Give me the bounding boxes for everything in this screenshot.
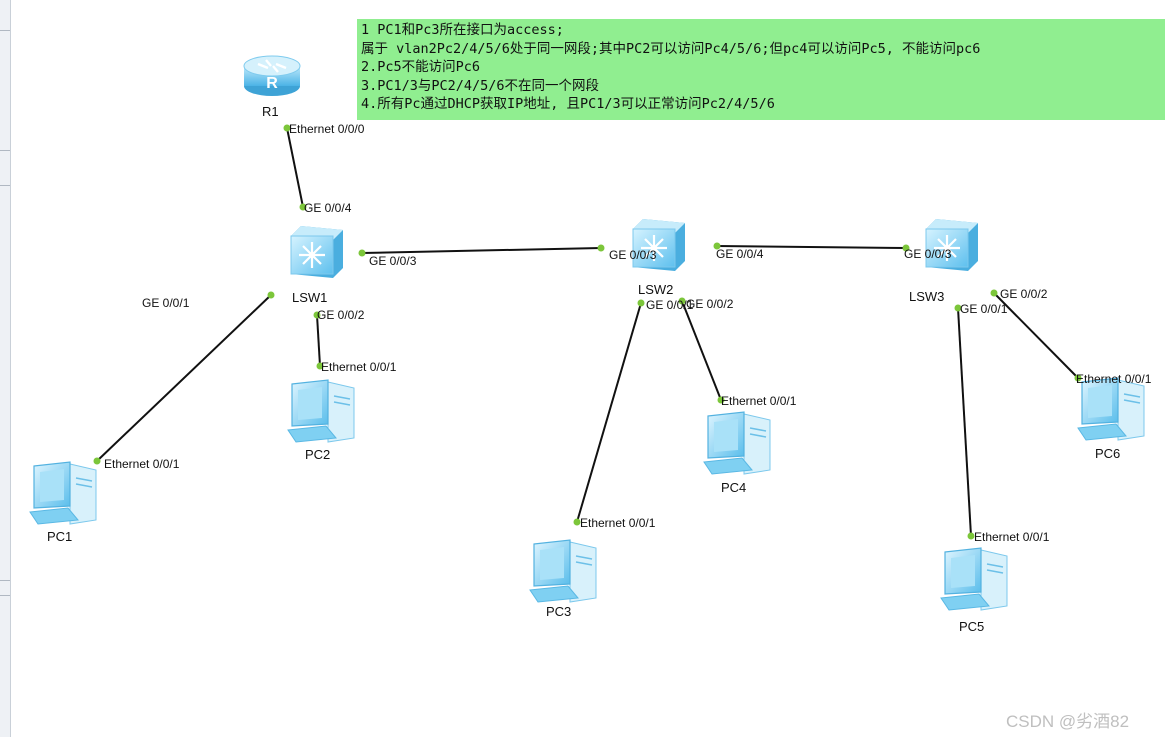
port-dot bbox=[637, 299, 645, 307]
port-dot bbox=[267, 291, 275, 299]
port-label-lsw1-ge-0-0-4: GE 0/0/4 bbox=[304, 201, 352, 215]
device-label-pc3: PC3 bbox=[546, 604, 571, 619]
port-label-lsw3-ge-0-0-3: GE 0/0/3 bbox=[904, 247, 952, 261]
switch-lsw2[interactable] bbox=[631, 217, 687, 273]
router-icon bbox=[242, 54, 302, 98]
device-label-lsw1: LSW1 bbox=[292, 290, 327, 305]
computer-icon bbox=[940, 547, 1008, 611]
requirements-note[interactable]: 1 PC1和Pc3所在接口为access; 属于 vlan2Pc2/4/5/6处… bbox=[357, 19, 1165, 120]
port-label-pc3-ethernet-0-0-1: Ethernet 0/0/1 bbox=[580, 516, 656, 530]
link-lsw2-lsw3[interactable] bbox=[716, 245, 907, 249]
port-label-lsw3-ge-0-0-2: GE 0/0/2 bbox=[1000, 287, 1048, 301]
link-r1-lsw1[interactable] bbox=[286, 127, 304, 208]
port-label-r1-ethernet-0-0-0: Ethernet 0/0/0 bbox=[289, 122, 365, 136]
port-dots bbox=[93, 124, 1082, 540]
port-dot bbox=[283, 124, 291, 132]
port-label-lsw2-ge-0-0-3: GE 0/0/3 bbox=[609, 248, 657, 262]
computer-icon bbox=[529, 539, 597, 603]
device-label-r1: R1 bbox=[262, 104, 279, 119]
port-label-pc4-ethernet-0-0-1: Ethernet 0/0/1 bbox=[721, 394, 797, 408]
device-label-pc1: PC1 bbox=[47, 529, 72, 544]
links bbox=[96, 127, 1079, 537]
port-dot bbox=[299, 203, 307, 211]
port-dot bbox=[990, 289, 998, 297]
port-dot bbox=[967, 532, 975, 540]
note-line: 2.Pc5不能访问Pc6 bbox=[361, 59, 481, 75]
pc-pc1[interactable] bbox=[29, 461, 97, 525]
port-label-pc5-ethernet-0-0-1: Ethernet 0/0/1 bbox=[974, 530, 1050, 544]
note-line: 3.PC1/3与PC2/4/5/6不在同一个网段 bbox=[361, 77, 600, 94]
router-r1[interactable] bbox=[242, 54, 302, 98]
port-dot bbox=[358, 249, 366, 257]
device-label-pc5: PC5 bbox=[959, 619, 984, 634]
switch-lsw3[interactable] bbox=[924, 217, 980, 273]
port-label-pc6-ethernet-0-0-1: Ethernet 0/0/1 bbox=[1076, 372, 1152, 386]
device-label-lsw2: LSW2 bbox=[638, 282, 673, 297]
computer-icon bbox=[1077, 377, 1145, 441]
port-label-lsw1-ge-0-0-2: GE 0/0/2 bbox=[317, 308, 365, 322]
port-dot bbox=[902, 244, 910, 252]
port-label-lsw2-ge-0-0-4: GE 0/0/4 bbox=[716, 247, 764, 261]
pc-pc4[interactable] bbox=[703, 411, 771, 475]
link-lsw2-pc3[interactable] bbox=[576, 302, 642, 523]
port-label-pc1-ethernet-0-0-1: Ethernet 0/0/1 bbox=[104, 457, 180, 471]
device-label-pc4: PC4 bbox=[721, 480, 746, 495]
port-label-lsw1-ge-0-0-3: GE 0/0/3 bbox=[369, 254, 417, 268]
port-label-lsw3-ge-0-0-1: GE 0/0/1 bbox=[960, 302, 1008, 316]
port-dot bbox=[313, 311, 321, 319]
port-dot bbox=[597, 244, 605, 252]
switch-lsw1[interactable] bbox=[289, 224, 345, 280]
pc-pc3[interactable] bbox=[529, 539, 597, 603]
computer-icon bbox=[29, 461, 97, 525]
port-dot bbox=[573, 518, 581, 526]
computer-icon bbox=[703, 411, 771, 475]
left-panel-strip bbox=[0, 0, 11, 737]
link-lsw1-pc1[interactable] bbox=[96, 294, 272, 462]
port-dot bbox=[316, 362, 324, 370]
switch-icon bbox=[289, 224, 345, 280]
link-lsw1-lsw2[interactable] bbox=[361, 247, 602, 254]
port-label-pc2-ethernet-0-0-1: Ethernet 0/0/1 bbox=[321, 360, 397, 374]
pc-pc5[interactable] bbox=[940, 547, 1008, 611]
port-label-lsw1-ge-0-0-1: GE 0/0/1 bbox=[142, 296, 190, 310]
link-lsw2-pc4[interactable] bbox=[681, 300, 722, 401]
port-dot bbox=[954, 304, 962, 312]
port-dot bbox=[678, 297, 686, 305]
link-lsw3-pc6[interactable] bbox=[993, 292, 1079, 379]
watermark: CSDN @劣酒82 bbox=[1006, 712, 1130, 731]
port-label-lsw2-ge-0-0-1: GE 0/0/1 bbox=[646, 298, 694, 312]
port-dot bbox=[717, 396, 725, 404]
pc-pc2[interactable] bbox=[287, 379, 355, 443]
link-lsw1-pc2[interactable] bbox=[316, 314, 321, 367]
pc-pc6[interactable] bbox=[1077, 377, 1145, 441]
switch-icon bbox=[631, 217, 687, 273]
note-line: 1 PC1和Pc3所在接口为access; bbox=[361, 22, 564, 38]
device-label-lsw3: LSW3 bbox=[909, 289, 944, 304]
port-dot bbox=[1074, 374, 1082, 382]
computer-icon bbox=[287, 379, 355, 443]
device-label-pc6: PC6 bbox=[1095, 446, 1120, 461]
device-label-pc2: PC2 bbox=[305, 447, 330, 462]
port-dot bbox=[93, 457, 101, 465]
port-label-lsw2-ge-0-0-2: GE 0/0/2 bbox=[686, 297, 734, 311]
switch-icon bbox=[924, 217, 980, 273]
port-dot bbox=[713, 242, 721, 250]
note-line: 4.所有Pc通过DHCP获取IP地址, 且PC1/3可以正常访问Pc2/4/5/… bbox=[361, 96, 775, 112]
note-line: 属于 vlan2Pc2/4/5/6处于同一网段;其中PC2可以访问Pc4/5/6… bbox=[361, 40, 981, 57]
link-lsw3-pc5[interactable] bbox=[957, 307, 972, 537]
